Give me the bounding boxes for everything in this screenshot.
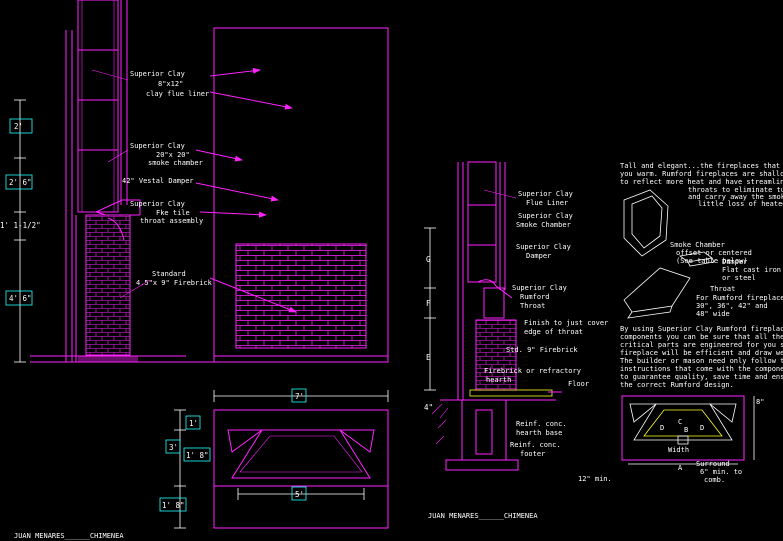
throat-3: 30", 36", 42" and <box>696 302 768 310</box>
plan-letter-b: B <box>684 426 688 434</box>
label-smoke-3: smoke chamber <box>148 159 203 167</box>
plan-dim-right: 8" <box>756 398 764 406</box>
dim-firebox-height: 4' 6" <box>9 294 32 303</box>
intro-line-3: to reflect more heat and have streamline… <box>620 178 783 186</box>
surround-1: Surround <box>696 460 730 468</box>
m-hearth-1: Firebrick or refractory <box>484 367 581 375</box>
smoke-chamber-3: (See table below) <box>676 257 748 265</box>
right-info-panel: Tall and elegant...the fireplaces that k… <box>578 162 783 484</box>
m-finish-1: Finish to just cover <box>524 319 608 327</box>
m-firebrick: Std. 9" Firebrick <box>506 346 578 354</box>
plan-letter-c: C <box>678 418 682 426</box>
plan-opening-dim: 5' <box>295 490 304 499</box>
min-12: 12" min. <box>578 475 612 483</box>
title-middle: JUAN MENARES______CHIMENEA <box>428 512 538 520</box>
dim-4in: 4" <box>424 403 433 412</box>
smoke-chamber-title: Smoke Chamber <box>670 241 725 249</box>
label-firebrick-2: 4.5"x 9" Firebrick <box>136 279 213 287</box>
dim-throat-height: 1' 1-1/2" <box>0 221 41 230</box>
intro-line-1: Tall and elegant...the fireplaces that k… <box>620 162 783 170</box>
plan-dim-1: 1' <box>189 419 198 428</box>
damper-2: Flat cast iron <box>722 266 781 274</box>
m-base-2: hearth base <box>516 429 562 437</box>
plan-dim-3: 1' 8" <box>186 451 209 460</box>
front-elevation <box>160 27 389 363</box>
title-left: JUAN MENARES______CHIMENEA <box>14 532 124 540</box>
m-footer-1: Reinf. conc. <box>510 441 561 449</box>
plan-dim-4: 1' 8" <box>162 501 185 510</box>
middle-section: G F E 4" <box>424 161 562 471</box>
plan-letter-d2: D <box>700 424 704 432</box>
label-throat-1: Superior Clay <box>130 200 185 208</box>
label-smoke-1: Superior Clay <box>130 142 185 150</box>
label-flue-liner-1: Superior Clay <box>130 70 185 78</box>
plan-width-dim: 7' <box>295 392 304 401</box>
intro-line-2: you warm. Rumford fireplaces are shallow <box>620 170 783 178</box>
damper-title: Damper <box>722 258 747 266</box>
label-throat-3: throat assembly <box>140 217 203 225</box>
dim-flue-height: 2' <box>14 122 23 131</box>
m-throat-1: Superior Clay <box>512 284 567 292</box>
throat-title: Throat <box>710 285 735 293</box>
m-base-1: Reinf. conc. <box>516 420 567 428</box>
plan-letter-a: A <box>678 464 683 472</box>
dim-f: F <box>426 299 431 308</box>
m-flue-1: Superior Clay <box>518 190 573 198</box>
plan-letter-d1: D <box>660 424 664 432</box>
body-line-3: critical parts are engineered for you so… <box>620 341 783 349</box>
m-smoke-2: Smoke Chamber <box>516 221 571 229</box>
body-line-7: to guarantee quality, save time and ensu… <box>620 373 783 381</box>
throat-2: For Rumford fireplaces <box>696 294 783 302</box>
smoke-chamber-2: offset or centered <box>676 249 752 257</box>
label-flue-liner-3: clay flue liner <box>146 90 209 98</box>
label-throat-2: Fke tile <box>156 209 190 217</box>
dim-g: G <box>426 255 431 264</box>
throat-4: 48" wide <box>696 310 730 318</box>
surround-2: 6" min. to <box>700 468 742 476</box>
m-smoke-1: Superior Clay <box>518 212 573 220</box>
body-line-6: instructions that come with the componen… <box>620 365 783 373</box>
m-damper-2: Damper <box>526 252 551 260</box>
label-damper: 42" Vestal Damper <box>122 177 194 185</box>
body-line-1: By using Superior Clay Rumford fireplace <box>620 325 783 333</box>
m-hearth-2: hearth <box>486 376 511 384</box>
body-line-5: The builder or mason need only follow th… <box>620 357 783 365</box>
left-plan-view: 7' 5' 1' 3' 1' 8" 1' 8" <box>159 388 389 529</box>
dim-e: E <box>426 353 431 362</box>
body-line-8: the correct Rumford design. <box>620 381 734 389</box>
label-smoke-2: 20"x 20" <box>156 151 190 159</box>
middle-annotations: Superior Clay Flue Liner Superior Clay S… <box>483 189 608 458</box>
damper-3: or steel <box>722 274 756 282</box>
surround-3: comb. <box>704 476 725 484</box>
m-footer-2: footer <box>520 450 545 458</box>
plan-width-label: Width <box>668 446 689 454</box>
label-firebrick-1: Standard <box>152 270 186 278</box>
m-finish-2: edge of throat <box>524 328 583 336</box>
m-flue-2: Flue Liner <box>526 199 568 207</box>
m-floor: Floor <box>568 380 589 388</box>
intro-line-5: and carry away the smoke with <box>688 193 783 201</box>
intro-line-4: throats to eliminate turbulence <box>688 186 783 194</box>
plan-dim-2: 3' <box>169 443 178 452</box>
intro-line-6: little loss of heated room air. <box>698 200 783 208</box>
m-damper-1: Superior Clay <box>516 243 571 251</box>
m-throat-3: Throat <box>520 302 545 310</box>
body-line-2: components you can be sure that all the <box>620 333 783 341</box>
body-line-4: fireplace will be efficient and draw wel… <box>620 349 783 357</box>
m-throat-2: Rumford <box>520 293 550 301</box>
label-flue-liner-2: 8"x12" <box>158 80 183 88</box>
left-chimney-section: 2' 2' 6" 1' 1-1/2" 4' 6" <box>0 0 186 363</box>
dim-smoke-chamber-height: 2' 6" <box>9 178 32 187</box>
